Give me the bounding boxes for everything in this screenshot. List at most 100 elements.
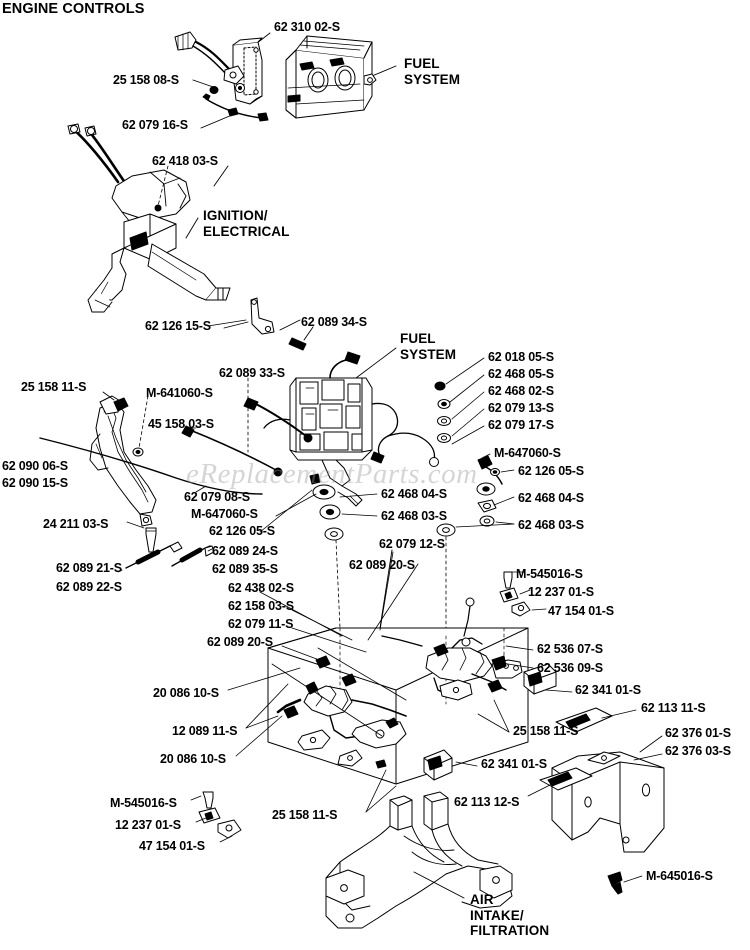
part-62-079-16-s	[202, 93, 269, 122]
callout-62-468-04-s: 62 468 04-S	[381, 487, 447, 501]
callout-62-079-13-s: 62 079 13-S	[488, 401, 554, 415]
part-wiring-harness-top	[174, 31, 245, 85]
leader-lines-right-column	[445, 357, 485, 445]
part-air-intake-manifold	[325, 791, 513, 929]
part-62-089-34-s	[288, 337, 307, 351]
callout-62-126-05-s-left: 62 126 05-S	[209, 524, 275, 538]
callout-47-154-01-s-left: 47 154 01-S	[139, 839, 205, 853]
callout-62-089-33-s: 62 089 33-S	[219, 366, 285, 380]
callout-62-468-05-s: 62 468 05-S	[488, 367, 554, 381]
parts-left-lower-fastener-cluster	[190, 791, 242, 843]
callout-47-154-01-s-right: 47 154 01-S	[548, 604, 614, 618]
callout-62-126-05-s-right: 62 126 05-S	[518, 464, 584, 478]
section-label-air-intake-filtration: AIR INTAKE/ FILTRATION	[470, 892, 550, 938]
callout-12-237-01-s-right: 12 237 01-S	[528, 585, 594, 599]
part-25-158-08-s	[209, 86, 219, 94]
callout-62-090-15-s: 62 090 15-S	[2, 476, 68, 490]
parts-panel-fasteners	[283, 643, 503, 719]
parts-right-linkage-hardware	[476, 455, 503, 527]
callout-62-079-12-s: 62 079 12-S	[379, 537, 445, 551]
callout-62-536-07-s: 62 536 07-S	[537, 642, 603, 656]
callout-62-468-02-s: 62 468 02-S	[488, 384, 554, 398]
part-62-468-03-s-plate-washer	[436, 523, 515, 637]
section-label-ignition-electrical: IGNITION/ ELECTRICAL	[203, 208, 290, 239]
callout-25-158-11-s-upper: 25 158 11-S	[21, 380, 87, 394]
callout-62-341-01-s-lower: 62 341 01-S	[481, 757, 547, 771]
callout-62-376-03-s: 62 376 03-S	[665, 744, 731, 758]
part-25-158-11-s-mid	[491, 655, 507, 671]
part-choke-linkage-right	[381, 597, 523, 701]
part-62-310-02-s-module	[232, 37, 263, 105]
callout-m-645016-s: M-645016-S	[646, 869, 713, 883]
callout-62-089-20-s-upper: 62 089 20-S	[349, 558, 415, 572]
part-45-158-03-s	[181, 425, 283, 477]
parts-right-column-hardware	[434, 381, 451, 443]
callout-m-647060-s-left: M-647060-S	[191, 507, 258, 521]
callout-24-211-03-s: 24 211 03-S	[43, 517, 109, 531]
callout-62-079-17-s: 62 079 17-S	[488, 418, 554, 432]
callout-25-158-11-s-mid: 25 158 11-S	[513, 724, 579, 738]
part-fuel-system-carburetor	[285, 35, 377, 119]
callout-62-341-01-s-upper: 62 341 01-S	[575, 683, 641, 697]
callout-62-468-03-s: 62 468 03-S	[381, 509, 447, 523]
callout-62-089-22-s: 62 089 22-S	[56, 580, 122, 594]
callout-25-158-08-s: 25 158 08-S	[113, 73, 179, 87]
part-62-079-12-s	[379, 549, 393, 629]
callout-62-089-24-s: 62 089 24-S	[212, 544, 278, 558]
callout-m-545016-s-right: M-545016-S	[516, 567, 583, 581]
part-24-211-03-s	[126, 521, 157, 553]
callout-62-468-04-s-right: 62 468 04-S	[518, 491, 584, 505]
callout-45-158-03-s: 45 158 03-S	[148, 417, 214, 431]
callout-20-086-10-s-lower: 20 086 10-S	[160, 752, 226, 766]
callout-20-086-10-s-upper: 20 086 10-S	[153, 686, 219, 700]
section-label-fuel-system-top: FUEL SYSTEM	[404, 56, 461, 87]
part-62-113-12-s	[527, 767, 593, 797]
callout-12-237-01-s-left: 12 237 01-S	[115, 818, 181, 832]
callout-m-545016-s-left: M-545016-S	[110, 796, 177, 810]
callout-62-089-21-s: 62 089 21-S	[56, 561, 122, 575]
callout-62-089-34-s: 62 089 34-S	[301, 315, 367, 329]
callout-62-079-11-s: 62 079 11-S	[228, 617, 294, 631]
callout-62-113-12-s: 62 113 12-S	[454, 795, 520, 809]
leader-lines-panel	[227, 551, 573, 813]
part-fuel-system-center-block	[263, 351, 439, 507]
callout-m-647060-s-right: M-647060-S	[494, 446, 561, 460]
part-62-341-01-s-lower	[423, 749, 478, 781]
callout-62-113-11-s: 62 113 11-S	[641, 701, 706, 715]
callout-62-376-01-s: 62 376 01-S	[665, 726, 731, 740]
part-25-158-11-s-upper	[102, 391, 129, 412]
callout-62-468-03-s-right: 62 468 03-S	[518, 518, 584, 532]
parts-center-washer-stack	[309, 473, 344, 629]
callout-m-641060-s: M-641060-S	[146, 386, 213, 400]
part-m-645016-s	[607, 871, 643, 895]
callout-62-418-03-s: 62 418 03-S	[152, 154, 218, 168]
callout-62-090-06-s: 62 090 06-S	[2, 459, 68, 473]
page-title: ENGINE CONTROLS	[2, 1, 145, 17]
callout-62-438-02-s: 62 438 02-S	[228, 581, 294, 595]
parts-right-fastener-cluster	[499, 571, 547, 617]
part-62-090-control-bracket	[89, 395, 157, 527]
callout-62-089-35-s: 62 089 35-S	[212, 562, 278, 576]
part-62-341-01-s-upper	[523, 663, 557, 695]
callout-62-126-15-s: 62 126 15-S	[145, 319, 211, 333]
part-62-126-15-s	[207, 297, 275, 335]
part-m-641060-s	[132, 395, 149, 457]
callout-12-089-11-s: 12 089 11-S	[172, 724, 238, 738]
callout-25-158-11-s-lower: 25 158 11-S	[272, 808, 338, 822]
leader-lines-right-linkage	[481, 453, 515, 525]
part-62-079-08-s	[39, 437, 263, 495]
callout-62-079-16-s: 62 079 16-S	[122, 118, 188, 132]
part-62-376-bracket	[551, 735, 665, 853]
callout-62-310-02-s: 62 310 02-S	[274, 20, 340, 34]
part-ignition-electrical-assembly	[67, 123, 231, 313]
callout-62-158-03-s: 62 158 03-S	[228, 599, 294, 613]
callout-62-018-05-s: 62 018 05-S	[488, 350, 554, 364]
callout-62-079-08-s: 62 079 08-S	[184, 490, 250, 504]
part-62-113-11-s	[555, 707, 637, 733]
part-62-089-33-s	[243, 377, 313, 453]
parts-springs	[117, 541, 215, 573]
callout-62-089-20-s-lower: 62 089 20-S	[207, 635, 273, 649]
section-label-fuel-system-mid: FUEL SYSTEM	[400, 331, 457, 362]
